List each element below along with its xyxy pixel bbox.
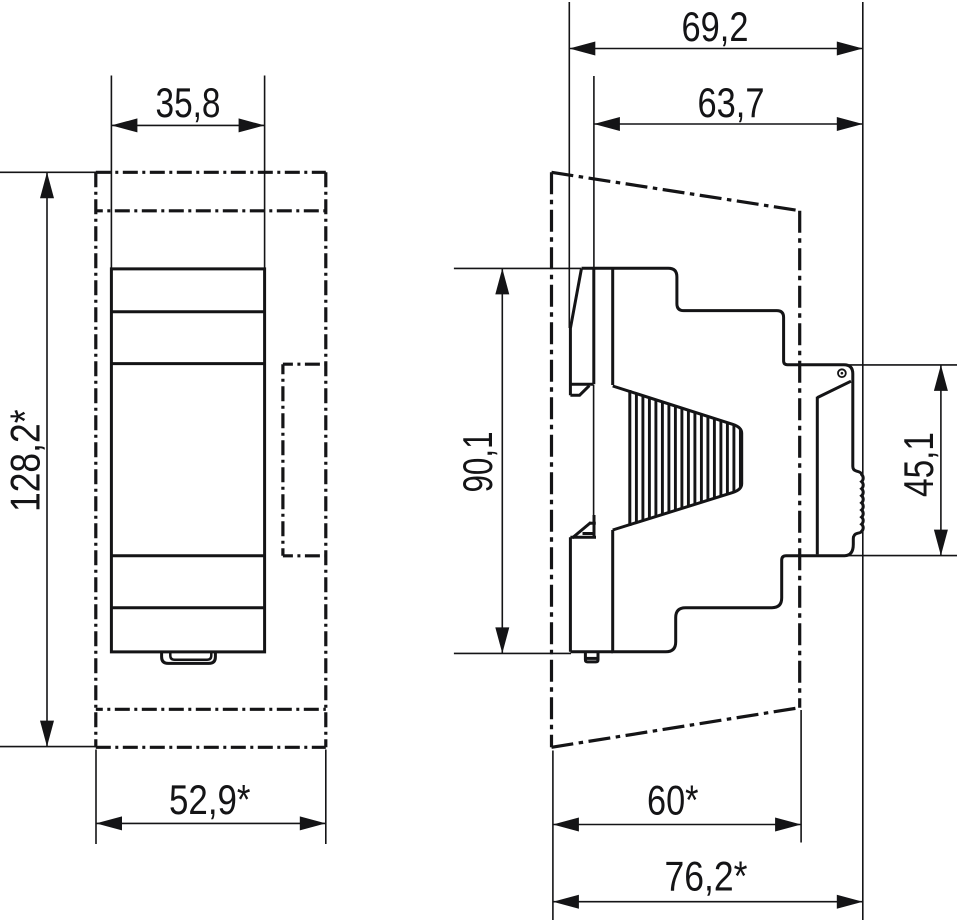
svg-text:128,2*: 128,2* xyxy=(2,410,49,513)
svg-text:63,7: 63,7 xyxy=(698,79,765,126)
svg-text:35,8: 35,8 xyxy=(156,79,221,126)
svg-text:90,1: 90,1 xyxy=(454,432,501,493)
svg-text:45,1: 45,1 xyxy=(895,432,942,497)
svg-text:60*: 60* xyxy=(647,777,699,824)
svg-text:69,2: 69,2 xyxy=(682,3,749,50)
svg-text:76,2*: 76,2* xyxy=(665,853,748,900)
svg-text:52,9*: 52,9* xyxy=(169,776,251,823)
